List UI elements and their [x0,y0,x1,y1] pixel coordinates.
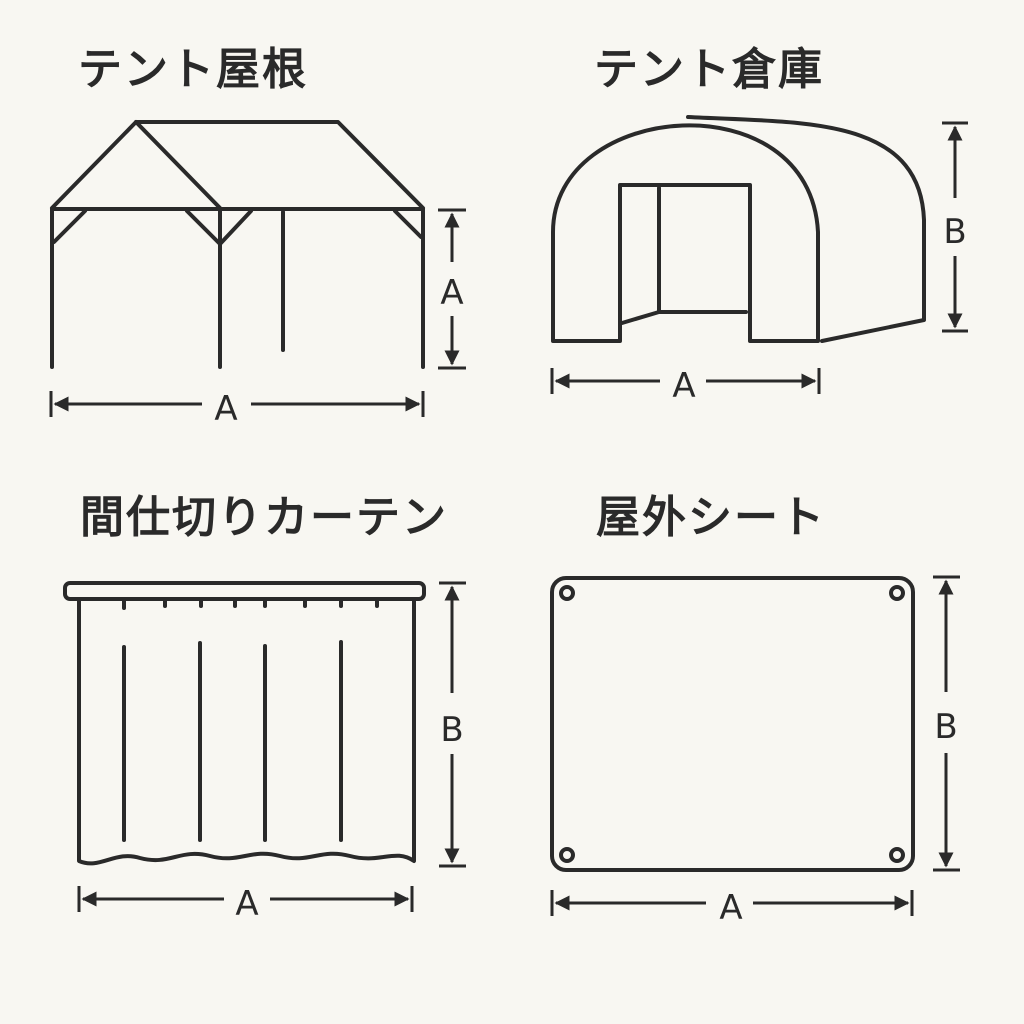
partition-curtain-illustration [63,581,426,866]
title-partition-curtain: 間仕切りカーテン [80,492,448,543]
dimension-width-tent-roof [49,391,425,417]
label-height-outdoor-sheet: B [934,707,957,747]
title-outdoor-sheet: 屋外シート [596,492,826,543]
grommet-icon [889,585,905,601]
label-width-partition-curtain: A [235,884,258,924]
title-tent-warehouse: テント倉庫 [594,44,824,95]
label-width-tent-warehouse: A [672,366,695,406]
dimension-height-partition-curtain [439,581,466,868]
dimension-width-partition-curtain [77,886,414,912]
label-height-tent-roof: A [440,273,463,313]
tent-roof-illustration [50,120,425,369]
label-height-partition-curtain: B [440,710,463,750]
grommet-icon [889,847,905,863]
dimension-width-outdoor-sheet [550,890,914,916]
dimension-width-tent-warehouse [550,368,821,394]
title-tent-roof: テント屋根 [78,44,308,95]
grommet-icon [559,847,575,863]
label-height-tent-warehouse: B [943,212,966,252]
tent-warehouse-illustration [551,115,926,343]
label-width-tent-roof: A [214,389,237,429]
dimension-height-tent-roof [438,208,466,370]
dimension-height-outdoor-sheet [933,575,960,872]
outdoor-sheet-illustration [550,576,915,872]
label-width-outdoor-sheet: A [719,888,742,928]
grommet-icon [559,585,575,601]
dimension-height-tent-warehouse [942,121,968,333]
